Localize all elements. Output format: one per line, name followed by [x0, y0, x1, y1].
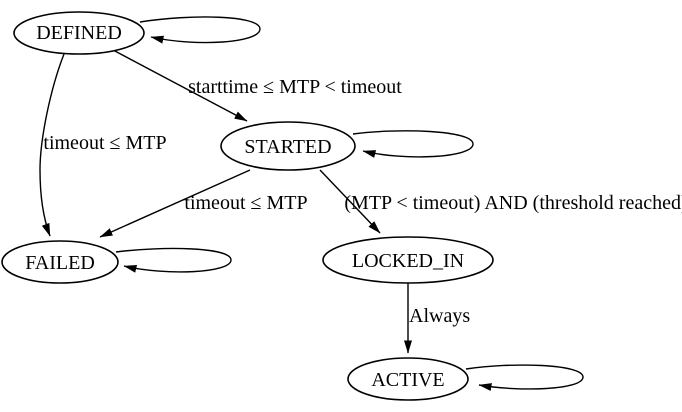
node-label-locked-in: LOCKED_IN [352, 250, 464, 272]
edge-label-locked-in-to-active: Always [409, 305, 470, 327]
edge-label-started-to-locked-in: (MTP < timeout) AND (threshold reached) [344, 192, 682, 214]
edge-locked-in-to-active: Always [404, 283, 470, 354]
edge-defined-to-started: starttime ≤ MTP < timeout [112, 49, 402, 122]
node-label-defined: DEFINED [36, 22, 122, 44]
node-label-active: ACTIVE [371, 369, 444, 391]
node-label-failed: FAILED [25, 252, 95, 274]
node-locked-in: LOCKED_IN [322, 236, 494, 284]
edge-defined-self-loop [139, 16, 261, 44]
node-defined: DEFINED [13, 11, 145, 55]
edge-started-self-loop [352, 130, 474, 158]
edge-label-defined-to-started: starttime ≤ MTP < timeout [188, 76, 402, 98]
edge-started-to-locked-in: (MTP < timeout) AND (threshold reached) [319, 169, 682, 234]
edge-started-to-failed: timeout ≤ MTP [99, 169, 308, 238]
node-active: ACTIVE [347, 357, 469, 401]
node-failed: FAILED [1, 240, 119, 284]
node-label-started: STARTED [244, 136, 331, 158]
edge-failed-self-loop [115, 247, 232, 273]
node-started: STARTED [220, 121, 356, 171]
edge-label-started-to-failed: timeout ≤ MTP [184, 192, 307, 214]
edge-active-self-loop [465, 364, 584, 392]
edge-label-defined-to-failed: timeout ≤ MTP [43, 132, 166, 154]
edge-defined-to-failed: timeout ≤ MTP [39, 53, 167, 237]
